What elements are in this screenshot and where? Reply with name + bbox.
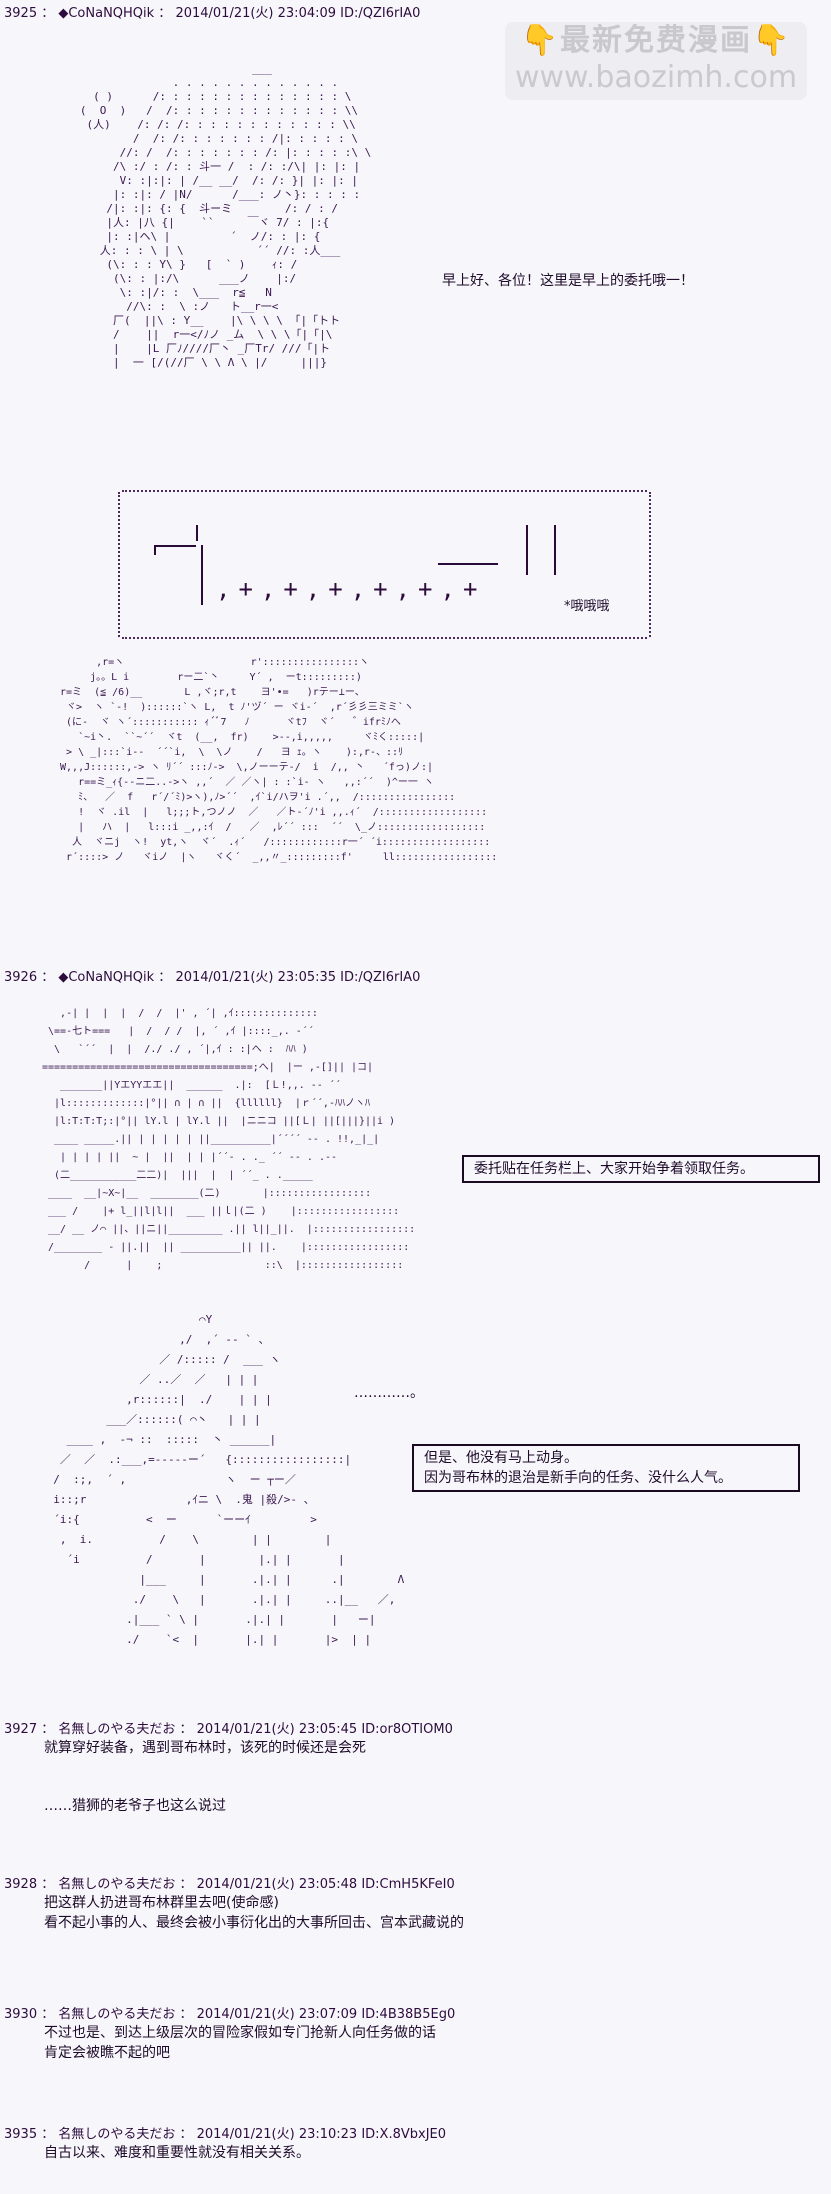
watermark-title: 最新免费漫画 — [560, 23, 752, 58]
narration-quest-board: 委托贴在任务栏上、大家开始争着领取任务。 — [474, 1161, 754, 1177]
pointing-hand-icon: 👇 — [520, 23, 560, 58]
post-header-3926: 3926 ： ◆CoNaNQHQik ： 2014/01/21(火) 23:05… — [4, 970, 421, 985]
ascii-art-knight: ⌒Y ,/ ,´ -- ` 、 ／ /::::: / ___ ヽ ／ ..／ ／… — [53, 1313, 405, 1646]
narration-line-2: 因为哥布林的退治是新手向的任务、没什么人气。 — [424, 1470, 732, 1486]
ascii-art-group: ,r=ヽ r'::::::::::::::::ヽ j。。L i rー二`丶 Y´… — [60, 657, 498, 863]
ellipsis-text: …………。 — [354, 1385, 424, 1401]
watermark-title-row: 👇最新免费漫画👇 — [505, 22, 807, 60]
watermark-banner[interactable]: 👇最新免费漫画👇 www.baozimh.com — [505, 22, 807, 100]
sound-effect-text: *哦哦哦 — [564, 599, 610, 614]
post-body-line: 自古以来、难度和重要性就没有相关关系。 — [44, 2145, 310, 2161]
post-header-3930: 3930 ： 名無しのやる夫だお ： 2014/01/21(火) 23:07:0… — [4, 2007, 456, 2022]
ascii-art-building: ,-| | | | / / |' , ´| ,ｲ:::::::::::::: \… — [42, 1008, 416, 1271]
narration-box-goblin: 但是、他没有马上动身。 因为哥布林的退治是新手向的任务、没什么人气。 — [412, 1444, 800, 1492]
post-body-line: 就算穿好装备，遇到哥布林时，该死的时候还是会死 — [44, 1740, 366, 1756]
narration-box-quest-board: 委托贴在任务栏上、大家开始争着领取任务。 — [462, 1155, 820, 1183]
ascii-art-girl: ___ . . . . . . . . . . . . . ( ) /: : :… — [79, 62, 372, 369]
post-header-3935: 3935 ： 名無しのやる夫だお ： 2014/01/21(火) 23:10:2… — [4, 2127, 447, 2142]
speech-greeting: 早上好、各位！这里是早上的委托哦一！ — [442, 273, 694, 289]
post-body-line: 看不起小事的人、最终会被小事衍化出的大事所回击、宫本武藏说的 — [44, 1915, 464, 1931]
post-body-line: 不过也是、到达上级层次的冒险家假如专门抢新人向任务做的话 — [44, 2025, 436, 2041]
post-header-3925: 3925 ： ◆CoNaNQHQik ： 2014/01/21(火) 23:04… — [4, 6, 421, 21]
post-body-line: ……猎狮的老爷子也这么说过 — [44, 1798, 226, 1814]
post-header-3927: 3927 ： 名無しのやる夫だお ： 2014/01/21(火) 23:05:4… — [4, 1722, 453, 1737]
post-header-3928: 3928 ： 名無しのやる夫だお ： 2014/01/21(火) 23:05:4… — [4, 1877, 455, 1892]
post-body-line: 肯定会被瞧不起的吧 — [44, 2045, 170, 2061]
sound-effect-art: ,+,+,+,+,+,+ — [154, 525, 566, 605]
pointing-hand-icon: 👇 — [752, 23, 792, 58]
decorative-frame — [118, 490, 651, 639]
watermark-url: www.baozimh.com — [514, 60, 798, 95]
post-body-line: 把这群人扔进哥布林群里去吧(使命感) — [44, 1895, 279, 1911]
narration-line-1: 但是、他没有马上动身。 — [424, 1450, 578, 1466]
